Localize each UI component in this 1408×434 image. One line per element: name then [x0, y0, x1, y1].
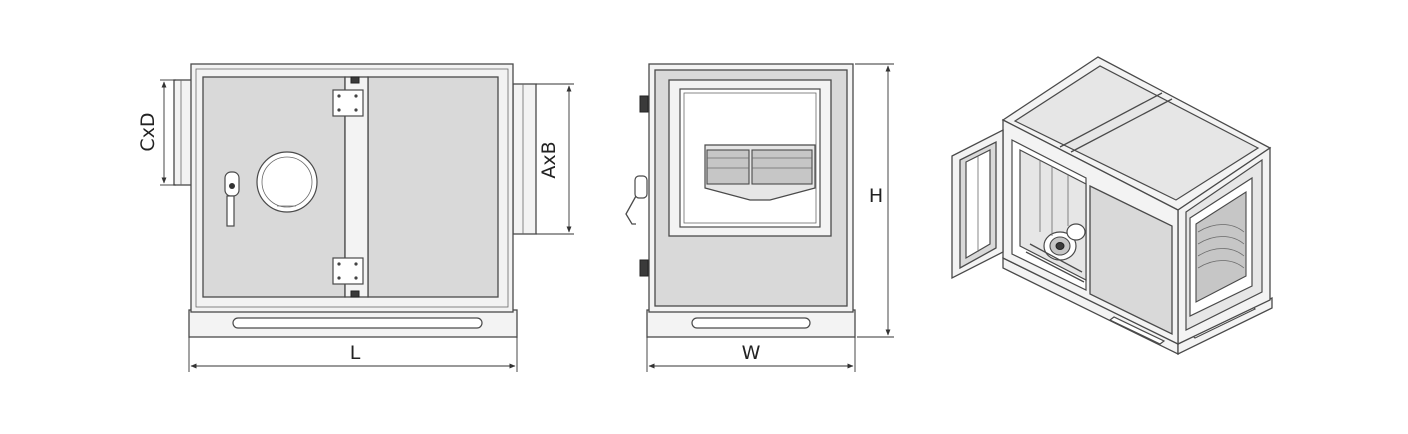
hinge-bottom — [332, 257, 364, 298]
isometric-view — [951, 56, 1273, 356]
side-base-slot — [691, 317, 811, 329]
side-hinge-bottom — [639, 259, 649, 277]
side-view: W H — [625, 63, 894, 372]
inspection-window — [256, 151, 318, 213]
iso-motor — [1025, 223, 1086, 283]
inlet-size-label: CxD — [137, 112, 159, 151]
outlet-spigot — [512, 83, 537, 235]
front-view: CxD AxB L — [137, 63, 574, 372]
hinge-top — [332, 76, 364, 117]
fan-impeller — [704, 144, 816, 201]
length-label: L — [350, 342, 361, 364]
outlet-size-label: AxB — [538, 141, 560, 178]
front-base-slot — [232, 317, 483, 329]
side-hinge-top — [639, 95, 649, 113]
width-label: W — [742, 342, 761, 364]
side-handle — [625, 175, 648, 225]
iso-right-door-panel — [1089, 184, 1173, 336]
front-door-right — [367, 76, 499, 298]
door-handle — [224, 171, 240, 227]
inlet-spigot — [173, 79, 193, 186]
height-label: H — [869, 185, 883, 207]
